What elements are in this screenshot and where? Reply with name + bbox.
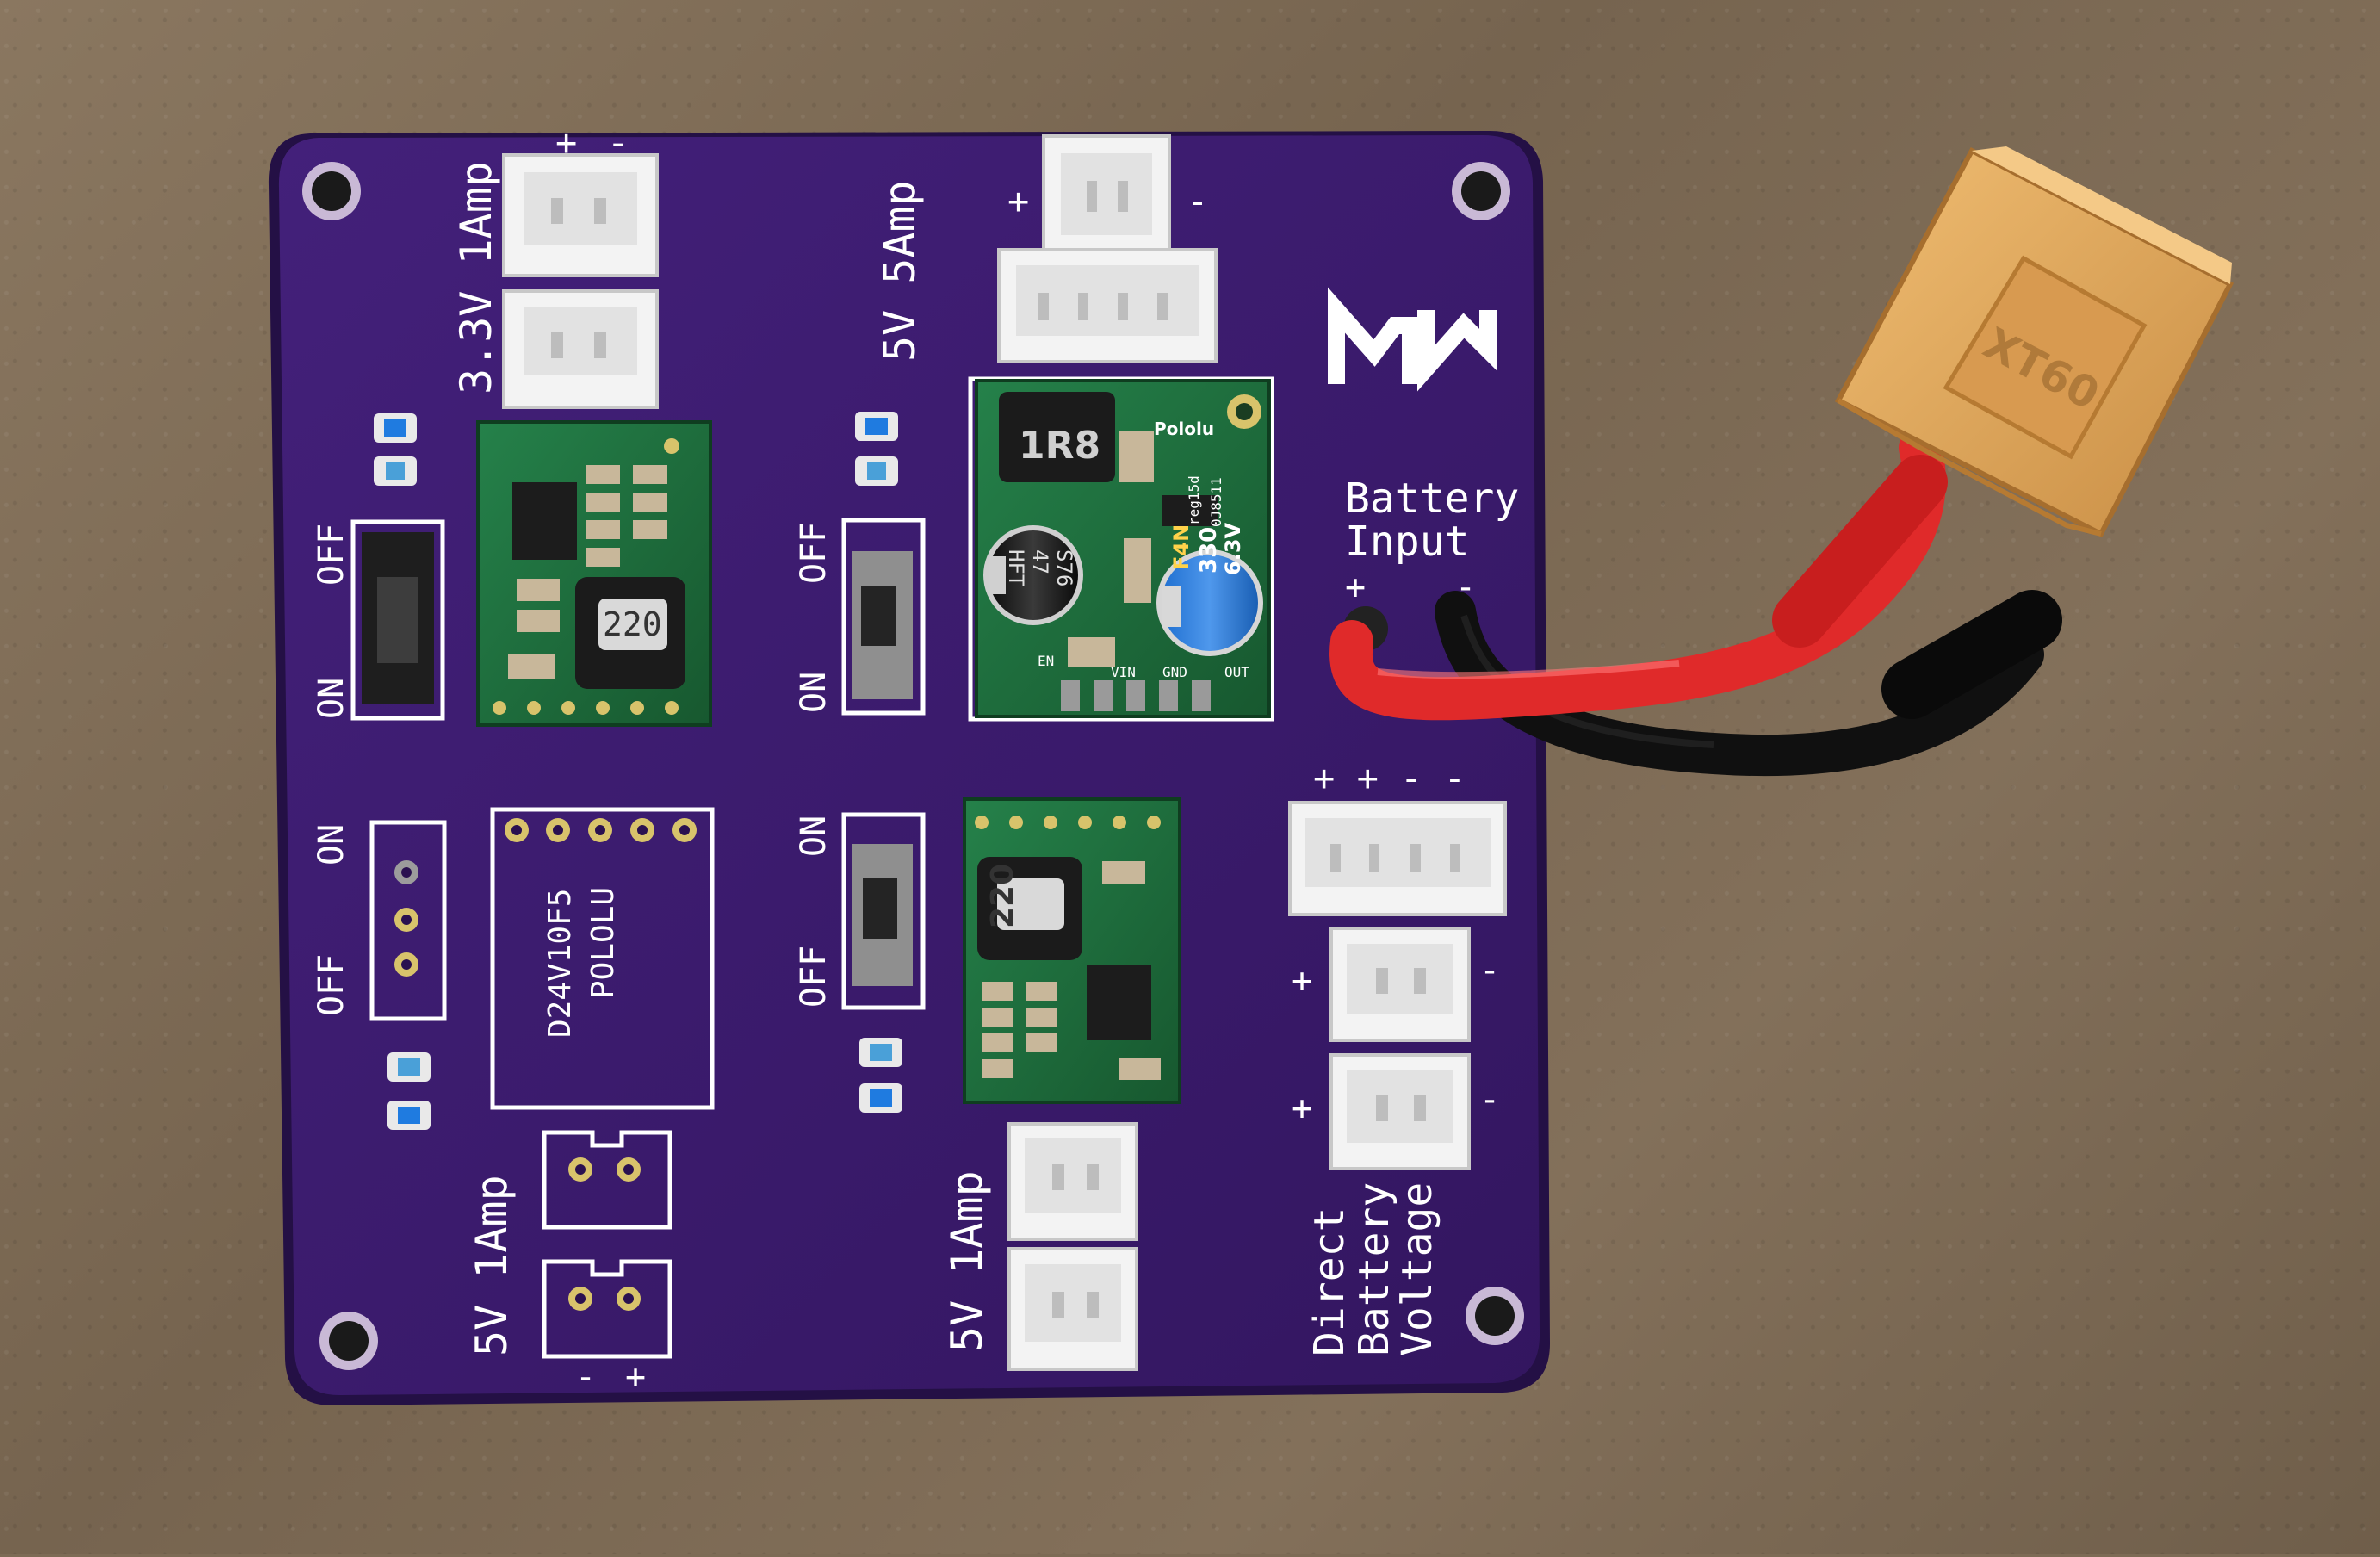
cap-black-line-2: HFT — [1004, 549, 1028, 586]
regulator-module-5v5a — [968, 376, 1274, 722]
inductor-label-1r8: 1R8 — [1019, 424, 1100, 468]
connector-3v3-bottom — [502, 289, 659, 409]
label-5v-1amp-left: 5V 1Amp — [467, 1175, 517, 1356]
battery-plus: + — [1345, 568, 1366, 607]
mounting-hole-bottom-left — [319, 1312, 378, 1370]
label-on-left-top: ON — [312, 678, 351, 719]
regulator-module-5v1a — [963, 797, 1181, 1104]
label-5v-1amp-center: 5V 1Amp — [942, 1170, 992, 1352]
polarity-minus-5v5a: - — [1187, 180, 1208, 222]
cap-black-line-1: 47 — [1028, 549, 1052, 574]
cap-blue-line-1: F4N — [1169, 524, 1193, 570]
cap-blue-line-2: 330 — [1196, 527, 1222, 574]
direct-minus-2: - — [1479, 1080, 1500, 1120]
switch-left-top — [350, 519, 445, 721]
connector-direct-2pin-top — [1329, 927, 1471, 1042]
cap-black-line-3: S76 — [1052, 549, 1076, 586]
direct-plus-2: + — [1292, 1089, 1312, 1128]
polarity-plus-3v3: + — [555, 121, 577, 164]
electrolytic-cap-blue — [1156, 549, 1263, 656]
label-3v3-1amp: 3.3V 1Amp — [451, 161, 501, 394]
polarity-plus-5v1a-left: + — [625, 1357, 646, 1397]
connector-5v5a-top — [1042, 134, 1171, 258]
connector-3v3-top — [502, 153, 659, 277]
direct-plus-1: + — [1292, 961, 1312, 1001]
pin-vin: VIN — [1111, 664, 1136, 680]
mw-logo: MW — [1328, 287, 1497, 392]
battery-wires — [1329, 426, 2062, 777]
pin-en: EN — [1038, 653, 1054, 669]
connector-direct-4pin — [1288, 801, 1507, 916]
connector-5v1a-center-bottom — [1007, 1247, 1138, 1371]
cap-blue-line-3: 6.3V — [1221, 522, 1245, 575]
polarity-minus-5v1a-left: - — [575, 1357, 596, 1397]
led-left-bottom — [387, 1052, 431, 1130]
direct-label-2: Battery — [1350, 1182, 1398, 1356]
pololu-brand: Pololu — [1154, 419, 1214, 439]
connector-5v5a-bottom — [997, 248, 1218, 363]
switch-footprint-left-bottom — [369, 820, 447, 1021]
polarity-minus-3v3: - — [607, 121, 629, 164]
footprint-label-2: POLOLU — [586, 887, 621, 999]
footprint-d24v10f5 — [490, 807, 715, 1110]
regulator-module-3v3 — [476, 420, 712, 727]
direct-label-3: Voltage — [1393, 1182, 1441, 1356]
header-pins — [1061, 680, 1211, 711]
mounting-hole-bottom-right — [1466, 1287, 1524, 1345]
led-center-top — [855, 412, 898, 486]
module-side-text-2: 0J8511 — [1208, 477, 1224, 527]
inductor-label-bottom: 220 — [985, 864, 1020, 928]
module-side-text-1: reg15d — [1186, 475, 1202, 525]
mounting-hole-top-left — [302, 162, 361, 220]
label-off-left-bottom: OFF — [312, 954, 351, 1016]
battery-input-line-1: Battery — [1345, 475, 1519, 523]
switch-center-top — [841, 518, 926, 716]
connector-direct-2pin-bottom — [1329, 1053, 1471, 1170]
switch-center-bottom — [841, 812, 926, 1010]
label-on-center-bottom: ON — [794, 816, 834, 857]
direct-minus-1: - — [1479, 951, 1500, 990]
mounting-hole-top-right — [1452, 162, 1510, 220]
connector-footprint-5v1a-left — [542, 1130, 672, 1359]
xt60-connector — [1834, 146, 2234, 538]
label-5v-5amp: 5V 5Amp — [875, 180, 925, 362]
connector-5v1a-center-top — [1007, 1122, 1138, 1241]
pin-gnd: GND — [1162, 664, 1187, 680]
polarity-plus-5v5a: + — [1007, 180, 1029, 222]
label-off-center-bottom: OFF — [794, 946, 834, 1008]
label-on-center-top: ON — [794, 672, 834, 713]
direct-label-1: Direct — [1305, 1207, 1354, 1356]
direct-top-polarity: + + - - — [1313, 757, 1466, 799]
footprint-label-1: D24V10F5 — [542, 889, 578, 1038]
battery-input-line-2: Input — [1345, 518, 1470, 566]
label-off-center-top: OFF — [794, 522, 834, 584]
label-off-left-top: OFF — [312, 524, 351, 586]
electrolytic-cap-black — [983, 525, 1083, 625]
inductor-label-left: 220 — [603, 605, 662, 643]
led-center-bottom — [859, 1038, 902, 1113]
label-on-left-bottom: ON — [312, 824, 351, 865]
pin-out: OUT — [1224, 664, 1249, 680]
led-left-top — [374, 413, 417, 486]
